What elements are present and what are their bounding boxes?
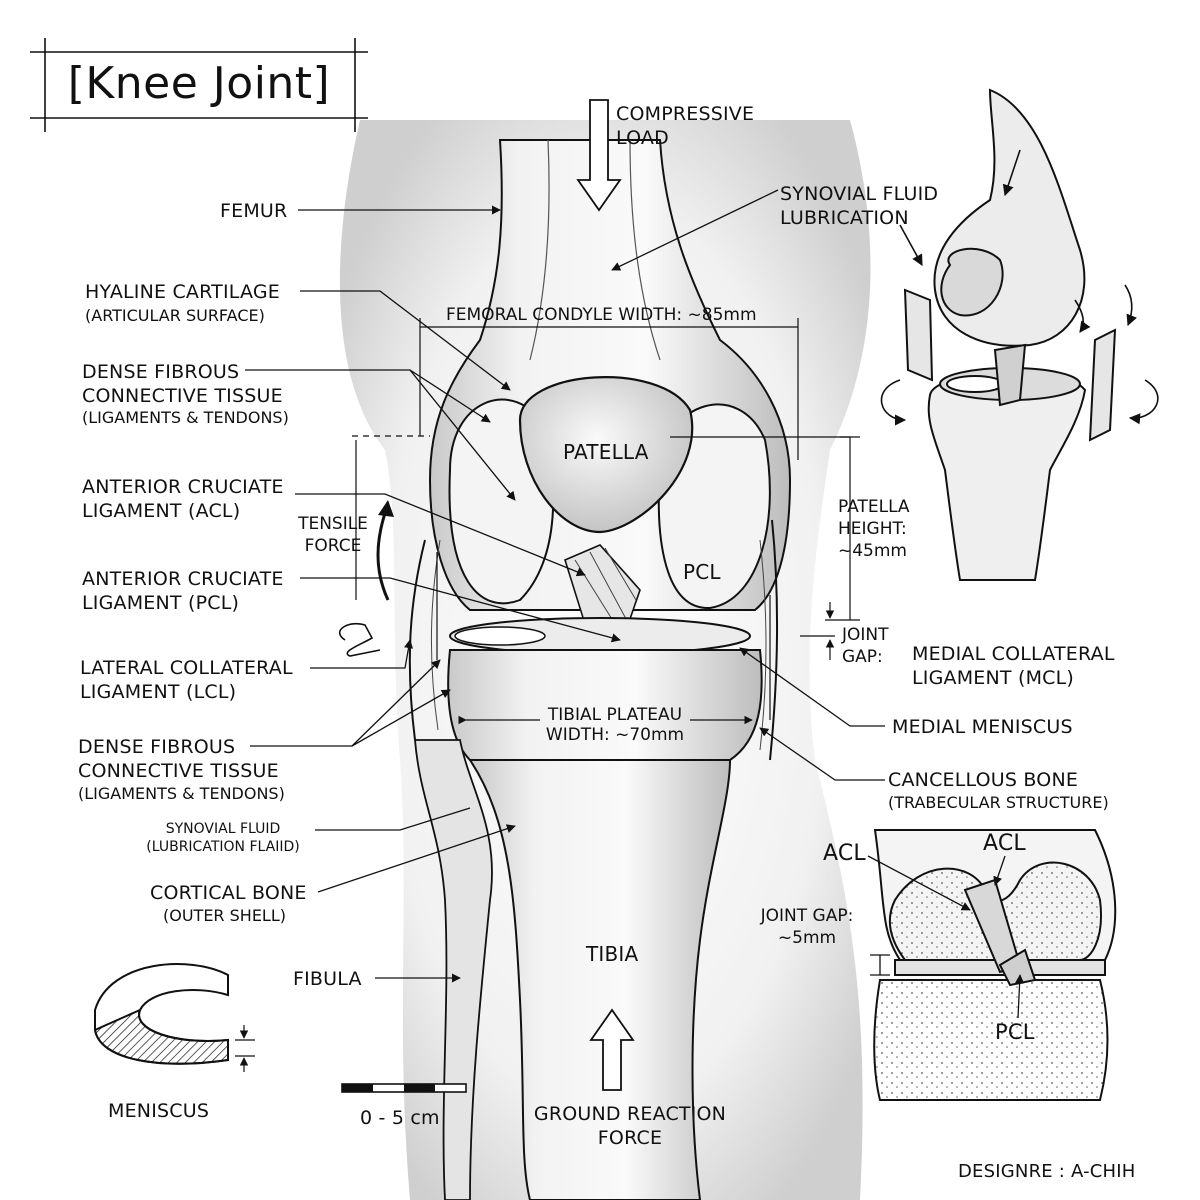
meniscus-drawing: [93, 963, 229, 1065]
label-meniscus: MENISCUS: [108, 1100, 210, 1122]
label-ligaments-tendons-upper: (LIGAMENTS & TENDONS): [82, 408, 289, 427]
ground-reaction-arrow: [589, 1008, 635, 1091]
tibia-shaft: [468, 759, 732, 1200]
inset-cross-section: [873, 829, 1117, 1101]
label-ligaments-tendons-lower: (LIGAMENTS & TENDONS): [78, 784, 285, 803]
mcl-ligament: [769, 519, 779, 761]
label-articular-surface: (ARTICULAR SURFACE): [85, 306, 265, 325]
label-trabecular-structure: (TRABECULAR STRUCTURE): [888, 793, 1109, 812]
tensile-force-arrow: [376, 509, 390, 601]
label-scale: 0 - 5 cm: [360, 1107, 440, 1129]
leader-lines: [245, 189, 885, 983]
page-title: [Knee Joint]: [67, 58, 331, 109]
rotation-arrow: [338, 622, 381, 657]
dimension-lines: [352, 318, 860, 725]
inset-label-pcl: PCL: [995, 1020, 1035, 1044]
label-hyaline-cartilage: HYALINE CARTILAGE: [85, 281, 280, 303]
label-femoral-condyle-width: FEMORAL CONDYLE WIDTH: ~85mm: [446, 305, 757, 325]
label-patella: PATELLA: [563, 440, 649, 464]
label-femur: FEMUR: [220, 200, 288, 222]
label-tibia: TIBIA: [586, 942, 639, 966]
label-cortical-bone: CORTICAL BONE: [150, 882, 307, 904]
compressive-load-arrow: [576, 99, 622, 212]
label-fibula: FIBULA: [293, 968, 362, 990]
inset-label-acl-right: ACL: [983, 831, 1026, 856]
scale-bar: [341, 1083, 467, 1093]
patella: [518, 376, 694, 534]
title-frame: [30, 38, 368, 132]
inset-label-acl-left: ACL: [823, 841, 866, 866]
label-pcl-femur: PCL: [683, 560, 721, 584]
label-cancellous-bone: CANCELLOUS BONE: [888, 769, 1079, 791]
inset-label-joint-gap: JOINT GAP:~5mm: [760, 906, 854, 948]
inset-flexed-knee: [903, 88, 1117, 581]
label-medial-meniscus: MEDIAL MENISCUS: [892, 716, 1073, 738]
label-outer-shell: (OUTER SHELL): [163, 906, 286, 925]
label-synovial-fluid-small: SYNOVIAL FLUID(LUBRICATION FLAIID): [146, 821, 300, 855]
designer-credit: DESIGNRE : A-CHIH: [958, 1161, 1136, 1182]
